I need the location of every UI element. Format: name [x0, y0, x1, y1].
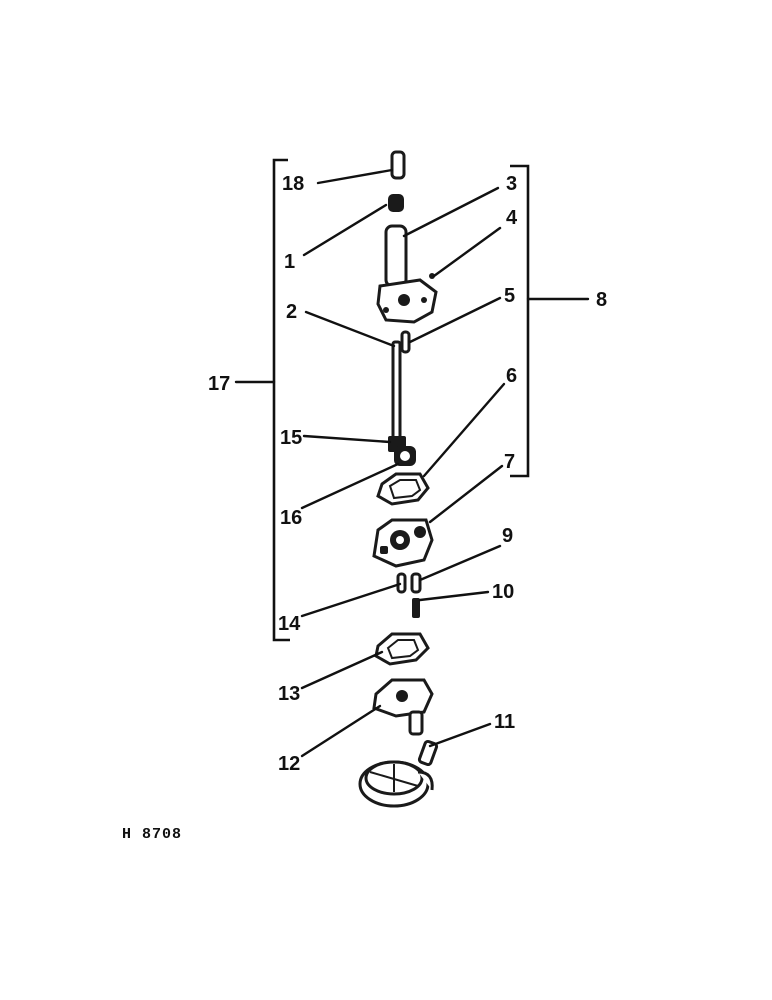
callout-3: 3	[506, 173, 517, 195]
callout-15: 15	[280, 427, 302, 449]
leader-5	[408, 296, 502, 344]
callout-2: 2	[286, 301, 297, 323]
callout-12: 12	[278, 753, 300, 775]
callout-8: 8	[596, 289, 607, 311]
leader-9	[418, 544, 502, 582]
part-4-ball	[429, 273, 435, 279]
callout-17: 17	[208, 373, 230, 395]
part-3-upper-body	[376, 224, 438, 324]
reference-code: H 8708	[122, 826, 183, 843]
callout-10: 10	[492, 581, 514, 603]
callout-16: 16	[280, 507, 302, 529]
leader-7	[428, 464, 504, 524]
part-screen	[358, 760, 434, 808]
part-1-spring	[388, 194, 404, 212]
part-13-gasket	[374, 632, 430, 666]
callout-7: 7	[504, 451, 515, 473]
leader-10	[418, 590, 490, 602]
leader-11	[428, 722, 492, 748]
bracket-assembly-17	[234, 158, 290, 642]
leader-15	[302, 434, 392, 444]
leader-6	[422, 382, 506, 478]
part-9-pin	[410, 572, 422, 594]
leader-13	[300, 650, 384, 690]
callouts: 18 1 3 4 5 8 2 17 6 15 7 16 9 10 14 13 1…	[208, 173, 607, 775]
part-12-cover	[372, 678, 434, 736]
leader-16	[300, 462, 400, 510]
leader-lines	[300, 168, 506, 758]
part-5-pin	[400, 330, 411, 354]
part-2-shaft	[391, 340, 402, 442]
callout-6: 6	[506, 365, 517, 387]
bracket-assembly-8	[510, 164, 590, 478]
callout-11: 11	[494, 711, 515, 733]
leader-14	[300, 582, 402, 618]
callout-14: 14	[278, 613, 301, 635]
part-18-pin	[390, 150, 406, 180]
callout-18: 18	[282, 173, 304, 195]
callout-13: 13	[278, 683, 300, 705]
callout-4: 4	[506, 207, 518, 229]
leader-4	[432, 226, 502, 278]
part-11-fitting	[417, 739, 439, 767]
part-7-housing	[372, 518, 434, 568]
leader-1	[302, 203, 388, 257]
part-10-spring	[412, 598, 420, 618]
part-16-rotor	[394, 446, 416, 466]
callout-5: 5	[504, 285, 515, 307]
leader-2	[304, 310, 396, 348]
leader-12	[300, 704, 382, 758]
leader-18	[316, 168, 394, 185]
leader-3	[402, 186, 500, 238]
part-14-pin	[396, 572, 407, 594]
part-6-gasket	[376, 472, 430, 506]
callout-9: 9	[502, 525, 513, 547]
callout-1: 1	[284, 251, 295, 273]
